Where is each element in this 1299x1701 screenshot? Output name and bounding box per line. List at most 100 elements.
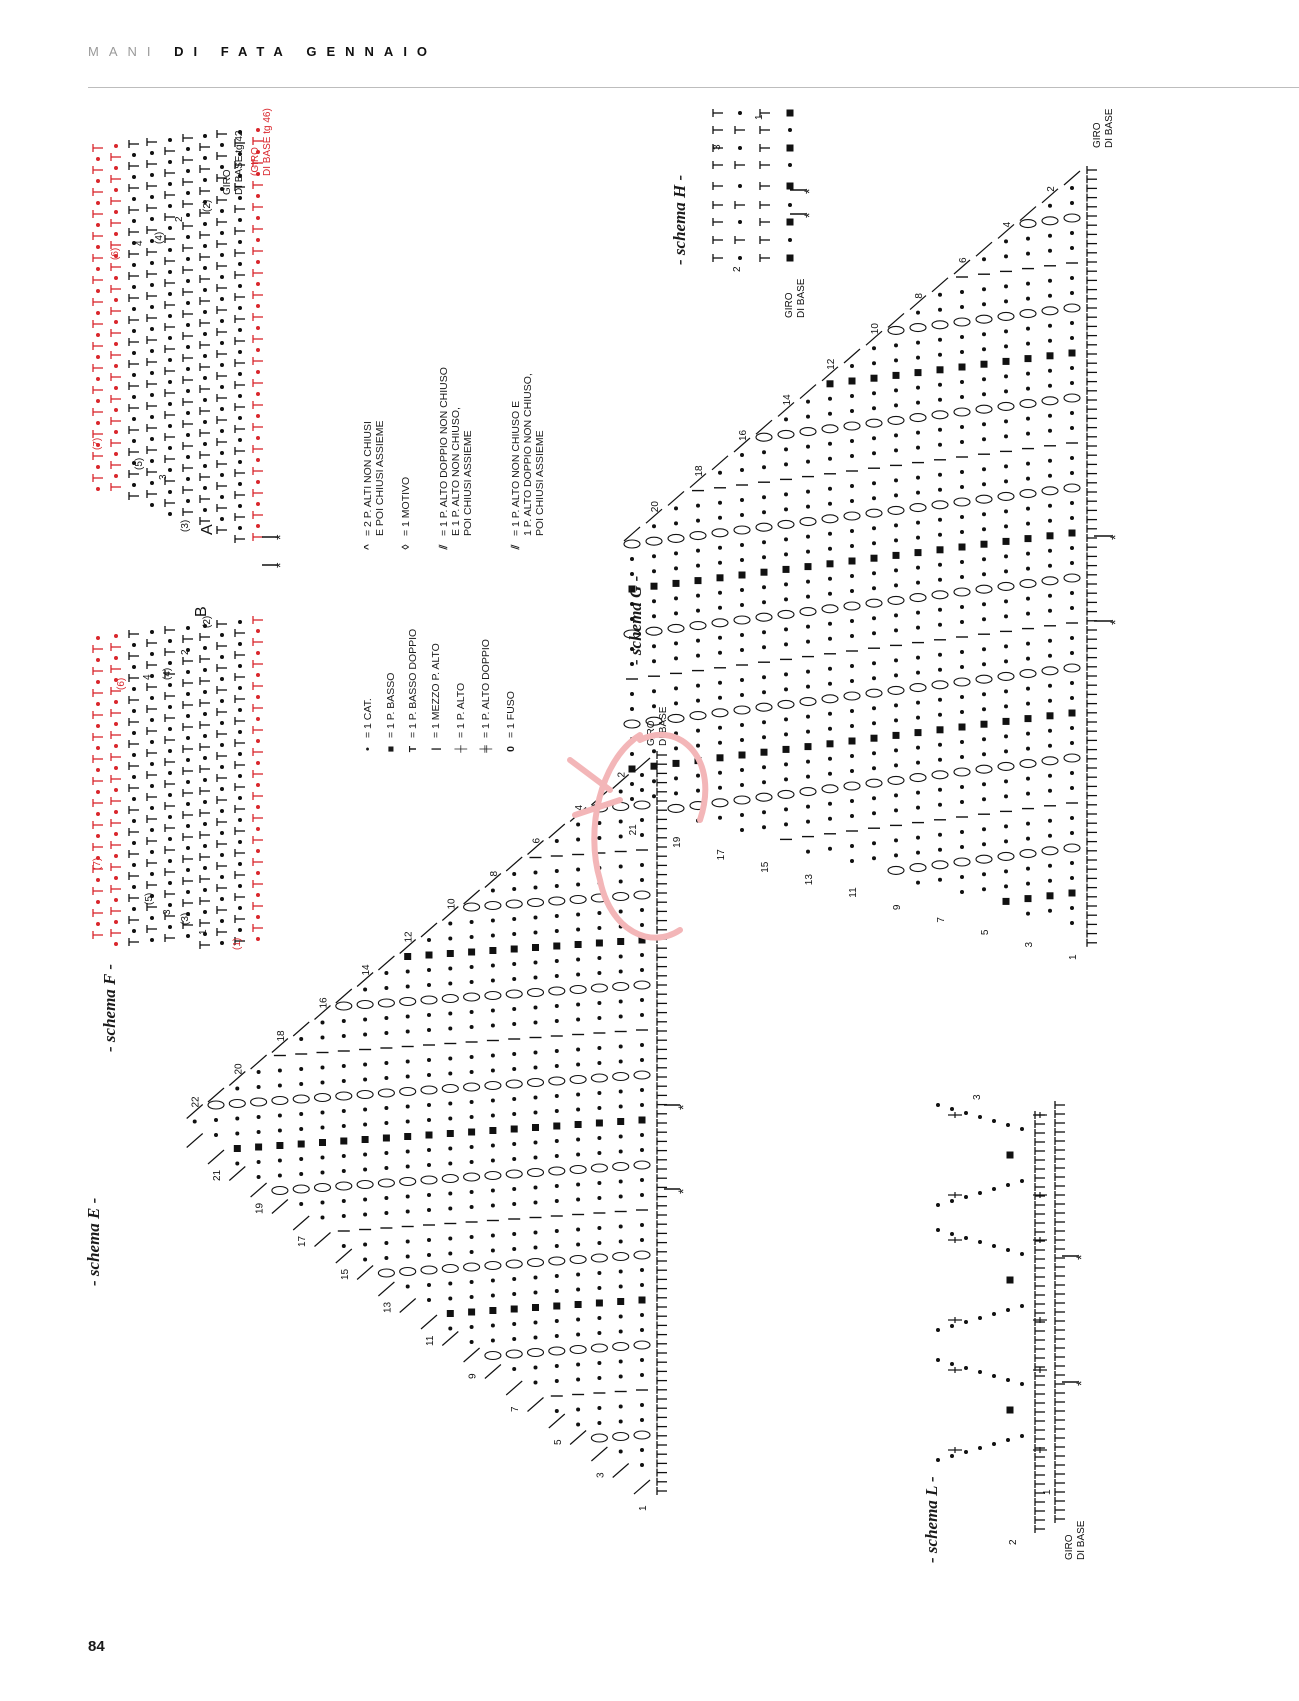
chain-stitch [554, 1154, 559, 1158]
chain-stitch [256, 480, 260, 484]
chain-stitch [674, 611, 678, 616]
spindle-stitch [953, 317, 971, 327]
spindle-stitch [843, 601, 861, 611]
chain-stitch [554, 1049, 559, 1053]
chain-stitch [960, 740, 964, 744]
chain-stitch [132, 461, 136, 465]
chain-stitch [718, 635, 722, 640]
spindle-stitch [505, 1079, 523, 1089]
chain-stitch [894, 703, 898, 708]
spindle-stitch [997, 311, 1015, 321]
chain-stitch [114, 188, 118, 192]
chain-stitch [718, 650, 722, 655]
chain-stitch [630, 572, 634, 576]
chain-stitch [640, 968, 644, 972]
chain-stitch [203, 266, 207, 270]
chain-stitch [1070, 651, 1074, 655]
chain-stitch [341, 1154, 346, 1158]
chain-stitch [806, 729, 810, 734]
chain-stitch [652, 644, 656, 649]
chain-stitch [938, 622, 942, 627]
chain-stitch [512, 932, 517, 936]
decrease-stitch [953, 259, 971, 275]
chain-stitch [740, 468, 744, 472]
spindle-stitch [1041, 576, 1059, 586]
chain-stitch [256, 673, 260, 677]
chain-stitch [618, 1194, 623, 1199]
chain-stitch [630, 752, 634, 756]
chain-stitch [576, 882, 581, 887]
chain-stitch [186, 455, 190, 459]
chain-stitch [872, 586, 876, 591]
chain-stitch [740, 603, 744, 607]
chain-stitch [168, 380, 172, 384]
chain-stitch [936, 1458, 940, 1462]
chain-stitch [1026, 341, 1030, 346]
chain-stitch [916, 535, 920, 540]
spindle-stitch [569, 894, 587, 905]
chain-stitch [982, 557, 986, 562]
schema-f-row-label: (4) [154, 232, 165, 244]
chain-stitch [618, 834, 623, 839]
chain-stitch [872, 841, 876, 846]
chain-stitch [238, 196, 242, 200]
decrease-stitch [733, 437, 751, 453]
chain-stitch [652, 524, 656, 529]
chain-stitch [320, 1200, 325, 1205]
spindle-stitch [1019, 489, 1037, 499]
chain-stitch [1048, 788, 1052, 793]
chain-stitch [872, 481, 876, 486]
chain-stitch [96, 465, 100, 469]
single-crochet [786, 254, 794, 262]
chain-stitch [938, 562, 942, 567]
chain-stitch [490, 1293, 495, 1298]
chain-stitch [238, 262, 242, 266]
chain-stitch [960, 560, 964, 564]
chain-stitch [168, 490, 172, 494]
chain-stitch [114, 788, 118, 792]
chain-stitch [1070, 921, 1074, 925]
chain-stitch [427, 1238, 431, 1242]
chain-stitch [740, 543, 744, 547]
chain-stitch [186, 169, 190, 173]
dot-icon: • [362, 747, 374, 751]
chain-stitch [576, 1227, 581, 1232]
chain-stitch [490, 1338, 495, 1343]
spindle-stitch [909, 323, 927, 333]
tog2-icon: ⫽ [510, 544, 522, 550]
repeat-star: * [801, 212, 817, 218]
single-crochet [404, 1133, 412, 1140]
chain-stitch [936, 1328, 940, 1332]
chain-stitch [938, 697, 942, 702]
chain-stitch [469, 920, 474, 924]
chain-stitch [320, 1215, 325, 1220]
chain-stitch [448, 1326, 453, 1331]
chain-stitch [762, 465, 766, 470]
chain-stitch [114, 474, 118, 478]
chain-stitch [448, 1296, 453, 1301]
chain-stitch [238, 240, 242, 244]
chain-stitch [96, 421, 100, 425]
chain-stitch [784, 687, 788, 692]
chain-stitch [960, 530, 964, 534]
spindle-stitch [505, 899, 523, 909]
chain-stitch [828, 411, 832, 416]
spindle-stitch [484, 1080, 502, 1091]
single-crochet [914, 369, 922, 377]
chain-stitch [894, 448, 898, 453]
chain-stitch [618, 1359, 623, 1364]
chain-stitch [1026, 641, 1030, 646]
chain-stitch [597, 1331, 602, 1335]
chain-stitch [992, 1312, 996, 1316]
chain-stitch [238, 906, 242, 910]
schema-f-row-label: 4 [142, 674, 153, 680]
chain-stitch [168, 424, 172, 428]
chain-stitch [512, 962, 517, 966]
chain-stitch [938, 487, 942, 492]
single-crochet [361, 1136, 369, 1143]
chain-stitch [533, 1320, 538, 1325]
single-crochet [638, 1296, 646, 1304]
decrease-stitch [633, 1479, 651, 1495]
chain-stitch [168, 226, 172, 230]
chain-stitch [597, 926, 602, 930]
